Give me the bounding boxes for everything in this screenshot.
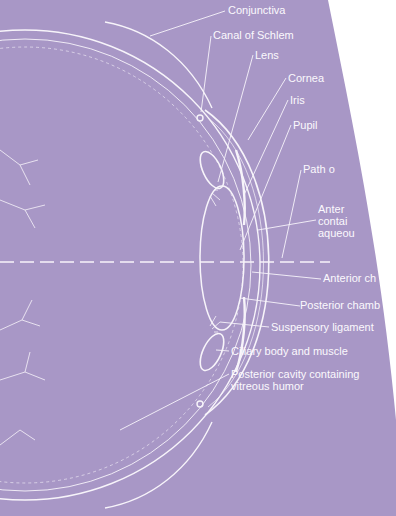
ciliary-body xyxy=(195,330,228,374)
suspensory-ligament xyxy=(210,190,220,206)
suspensory-ligament xyxy=(210,316,220,332)
iris-shape xyxy=(236,150,245,225)
part-label: Suspensory ligament xyxy=(271,321,374,333)
canal-shape xyxy=(197,115,203,121)
part-label: Conjunctiva xyxy=(228,4,285,16)
sclera-outline xyxy=(0,30,260,500)
part-label: Pupil xyxy=(293,119,317,131)
canal-shape xyxy=(197,401,203,407)
light-path xyxy=(0,261,330,262)
choroid-outline xyxy=(0,39,251,491)
part-label: Iris xyxy=(290,94,305,106)
retina-outline xyxy=(0,47,243,483)
part-label: Lens xyxy=(255,49,279,61)
conjunctiva-line xyxy=(105,22,212,108)
part-label: Path o xyxy=(303,163,335,175)
blood-vessels xyxy=(0,150,45,445)
part-label: Canal of Schlem xyxy=(213,29,294,41)
part-label: Ciliary body and muscle xyxy=(231,345,348,357)
part-label: Posterior cavity containing vitreous hum… xyxy=(231,368,381,392)
conjunctiva-line xyxy=(105,422,212,508)
iris-shape xyxy=(236,297,245,372)
part-label: Anterior ch xyxy=(323,272,376,284)
part-label: Posterior chamb xyxy=(300,299,380,311)
part-label: Cornea xyxy=(288,72,324,84)
ciliary-body xyxy=(195,148,228,192)
lens-outline xyxy=(200,186,244,330)
part-label: Anter contai aqueou xyxy=(318,203,355,239)
